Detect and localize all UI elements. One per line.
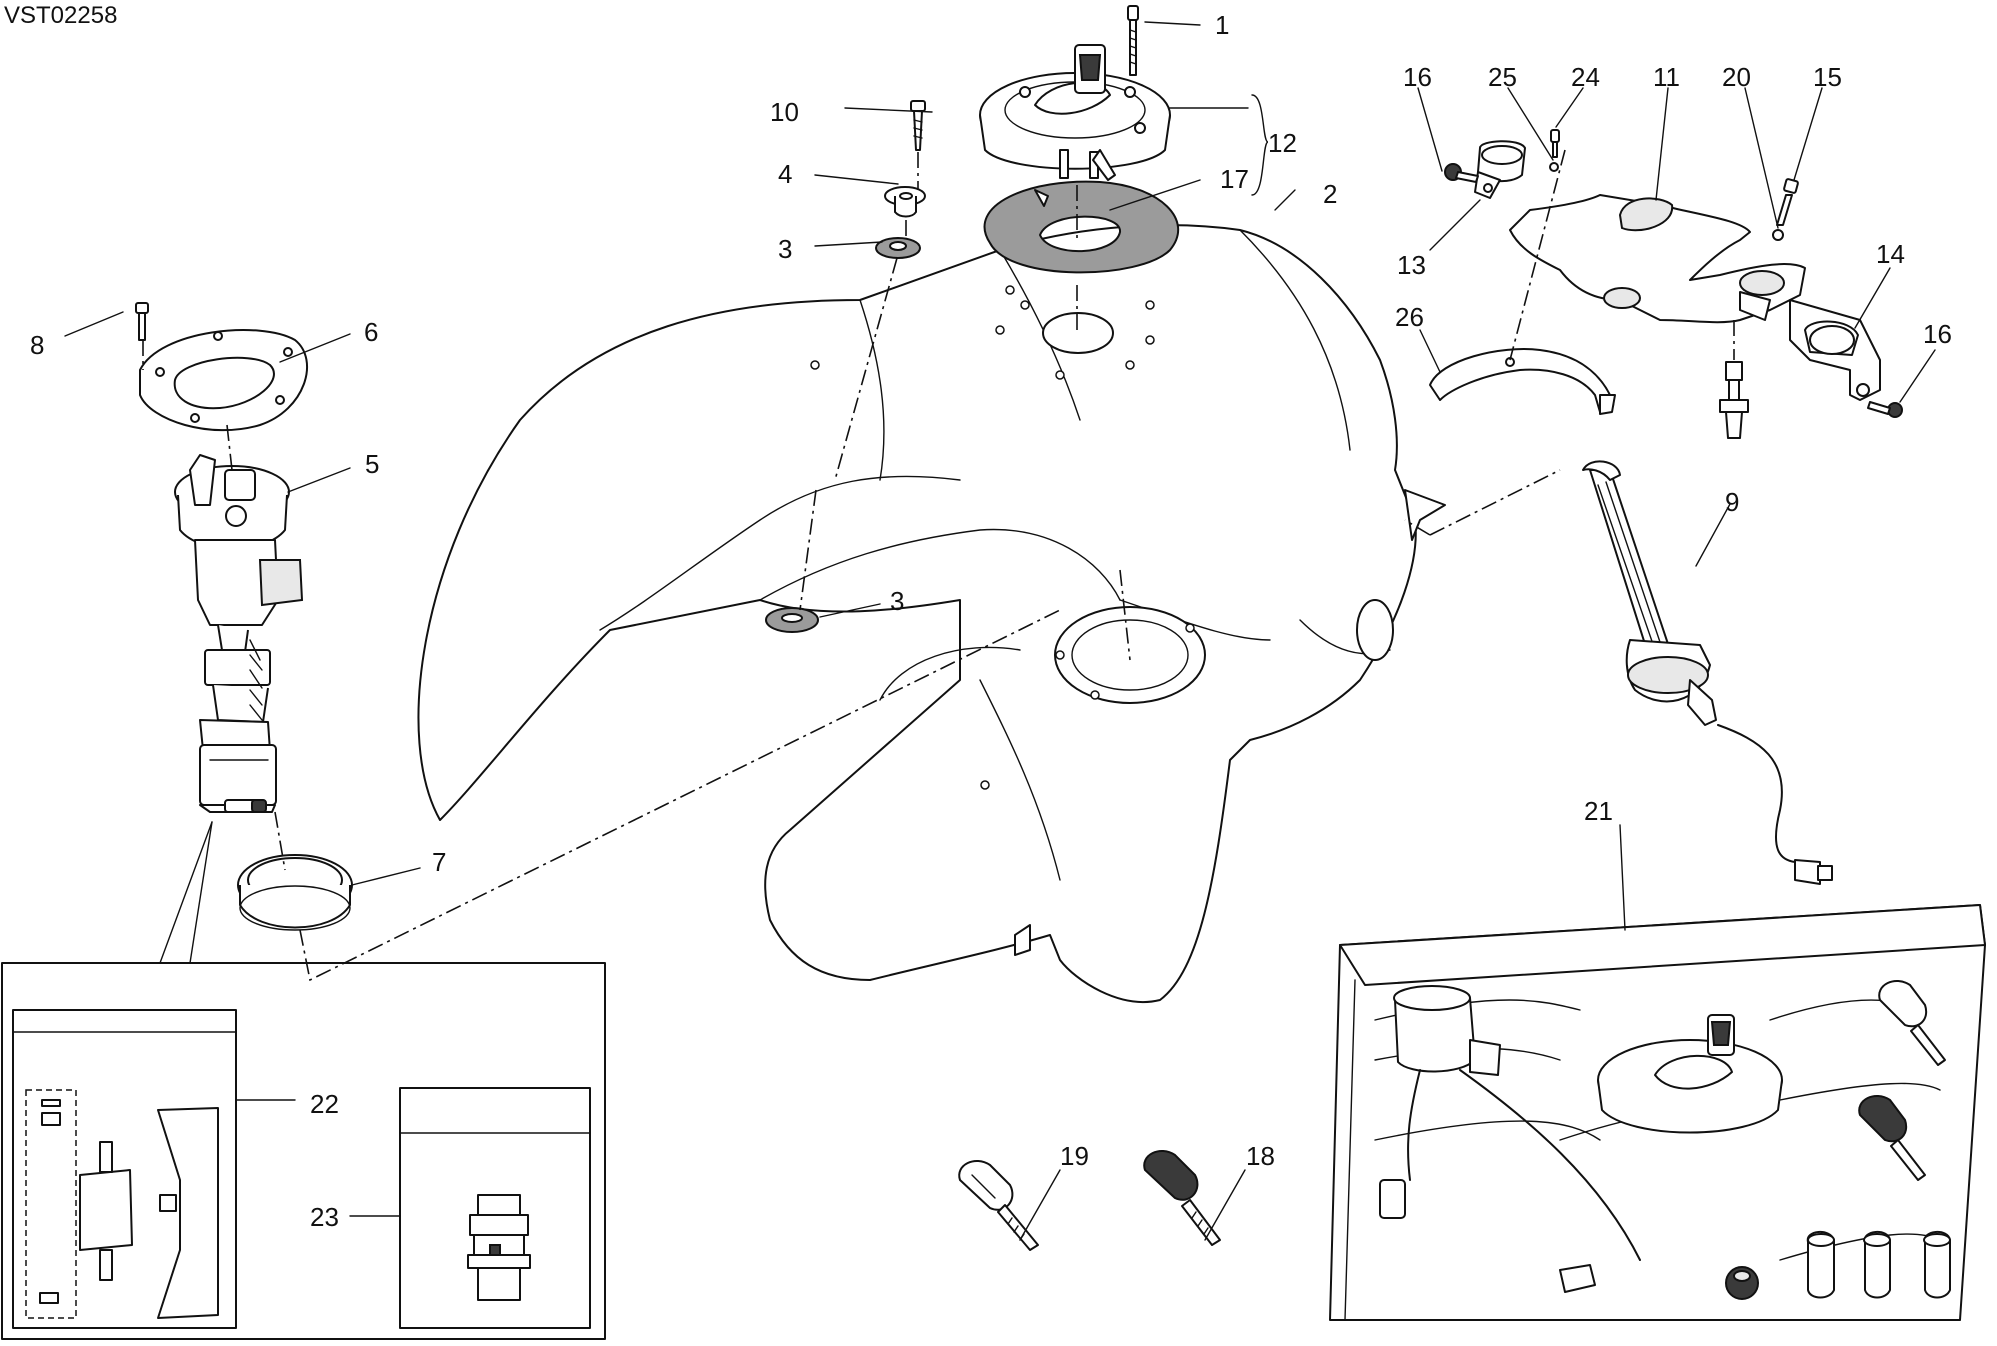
callout-16-left: 16 [1403,62,1432,92]
grommet [875,237,921,259]
callout-1: 1 [1215,10,1229,40]
callout-23: 23 [310,1202,339,1232]
screw [910,100,926,151]
screw [1550,129,1560,158]
screw [1867,401,1903,418]
fuel-tank [417,224,1446,1003]
center-lines [142,149,1735,982]
fuel-pump [174,454,304,813]
callout-2: 2 [1323,179,1337,209]
gasket [983,180,1180,274]
key [958,1160,1039,1251]
callout-22: 22 [310,1089,339,1119]
callout-11: 11 [1653,62,1680,92]
callout-19: 19 [1060,1141,1089,1171]
screw [1444,163,1479,183]
filter-kit-box [1,962,606,1340]
callout-21: 21 [1584,796,1613,826]
flange-ring [139,329,309,432]
key-lock-kit-box [1329,904,1986,1321]
steering-lock [1789,299,1881,401]
callout-18: 18 [1246,1141,1275,1171]
callout-14: 14 [1876,239,1905,269]
cable-holder [1429,348,1616,415]
screw [135,302,149,341]
screw [1776,178,1799,226]
washer [1772,229,1784,241]
callout-3-lower: 3 [890,586,904,616]
callout-7: 7 [432,847,446,877]
callout-labels: 1 2 3 3 4 5 6 7 8 9 10 11 12 13 14 15 16… [30,10,1952,1232]
callout-13: 13 [1397,250,1426,280]
bolt [1719,361,1749,439]
callout-9: 9 [1725,487,1739,517]
callout-20: 20 [1722,62,1751,92]
seal-ring [237,854,353,931]
ignition-lock-cylinder [1474,140,1526,199]
callout-24: 24 [1571,62,1600,92]
fuel-level-sensor [1582,460,1833,885]
callout-26: 26 [1395,302,1424,332]
callout-10: 10 [770,97,799,127]
drawing-code: VST02258 [4,2,118,29]
callout-25: 25 [1488,62,1517,92]
washer [1549,162,1559,172]
leader-lines [64,21,1936,1241]
callout-15: 15 [1813,62,1842,92]
callout-3-top: 3 [778,234,792,264]
callout-8: 8 [30,330,44,360]
callout-4: 4 [778,159,792,189]
callout-12: 12 [1268,128,1297,158]
fuel-cap-assembly [979,44,1171,181]
spacer [884,186,926,218]
key [1143,1150,1221,1246]
callout-5: 5 [365,449,379,479]
screw [1127,5,1139,76]
callout-16-right: 16 [1923,319,1952,349]
callout-6: 6 [364,317,378,347]
grommet [765,607,819,633]
callout-17: 17 [1220,164,1249,194]
ignition-bracket [1509,194,1806,324]
